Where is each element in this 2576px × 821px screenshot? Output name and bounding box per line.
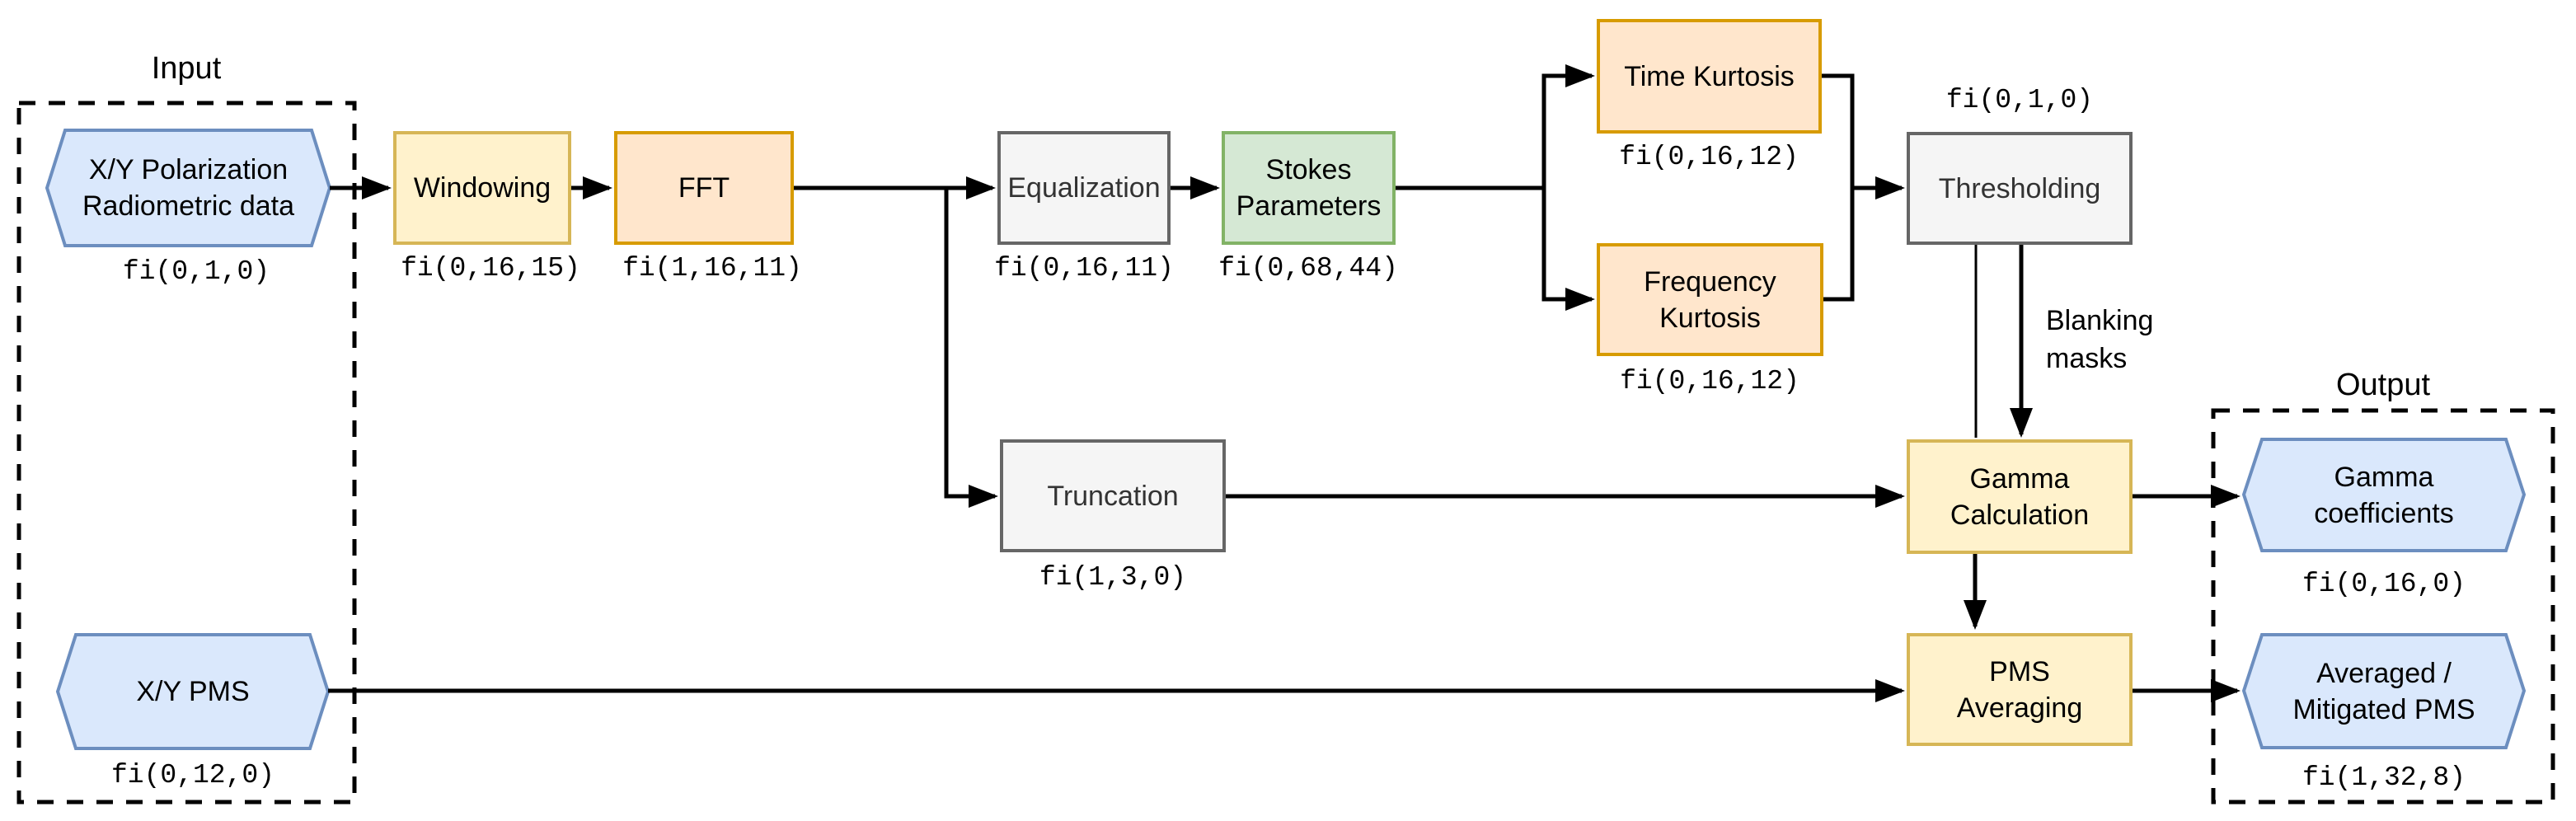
fi-annotation-input-radiometric: fi(0,1,0) xyxy=(122,256,270,287)
output-group-label: Output xyxy=(2335,368,2431,402)
fi-annotation-averaged-pms: fi(1,32,8) xyxy=(2302,762,2466,793)
node-frequency-kurtosis: Frequency Kurtosis xyxy=(1597,243,1823,356)
node-fft: FFT xyxy=(614,131,794,245)
node-pms-averaging: PMS Averaging xyxy=(1907,633,2133,746)
fi-annotation-windowing: fi(0,16,15) xyxy=(401,253,580,284)
node-gamma-calculation: Gamma Calculation xyxy=(1907,439,2133,554)
averaged-pms-hexagon xyxy=(2241,633,2527,749)
fi-annotation-fft: fi(1,16,11) xyxy=(622,253,802,284)
node-time-kurtosis: Time Kurtosis xyxy=(1597,19,1822,134)
blanking-masks-edge-label: Blanking masks xyxy=(2046,305,2154,374)
edge-frequency-kurtosis-to-thresholding xyxy=(1823,190,1855,302)
node-thresholding: Thresholding xyxy=(1907,132,2133,245)
node-windowing: Windowing xyxy=(393,131,571,245)
node-equalization: Equalization xyxy=(997,131,1171,245)
fi-annotation-thresholding: fi(0,1,0) xyxy=(1945,85,2094,115)
input-group-label: Input xyxy=(151,51,222,86)
fi-annotation-xy-pms: fi(0,12,0) xyxy=(110,760,275,791)
node-xy-pms-label: X/Y PMS xyxy=(136,676,250,707)
gamma-coefficients-hexagon xyxy=(2241,438,2527,552)
edge-fft-to-truncation xyxy=(944,188,998,508)
output-group-dashed-box xyxy=(2211,408,2555,805)
fi-annotation-gamma-coefficients: fi(0,16,0) xyxy=(2302,569,2466,599)
input-group-dashed-box xyxy=(16,101,357,805)
fi-annotation-time-kurtosis: fi(0,16,12) xyxy=(1619,142,1799,172)
node-gamma-coefficients-label: Gamma coefficients xyxy=(2314,461,2454,529)
node-averaged-pms-label: Averaged / Mitigated PMS xyxy=(2292,657,2475,725)
edge-stokes-to-time-kurtosis xyxy=(1396,64,1595,190)
node-input-radiometric-label: X/Y Polarization Radiometric data xyxy=(82,154,294,222)
fi-annotation-equalization: fi(0,16,11) xyxy=(994,253,1174,284)
edge-stokes-to-frequency-kurtosis xyxy=(1541,188,1595,311)
edge-time-kurtosis-to-thresholding xyxy=(1822,73,1905,199)
node-truncation: Truncation xyxy=(1000,439,1226,552)
node-stokes-parameters: Stokes Parameters xyxy=(1222,131,1396,245)
fi-annotation-stokes: fi(0,68,44) xyxy=(1218,253,1398,284)
fi-annotation-frequency-kurtosis: fi(0,16,12) xyxy=(1620,366,1799,396)
fi-annotation-truncation: fi(1,3,0) xyxy=(1039,562,1187,593)
